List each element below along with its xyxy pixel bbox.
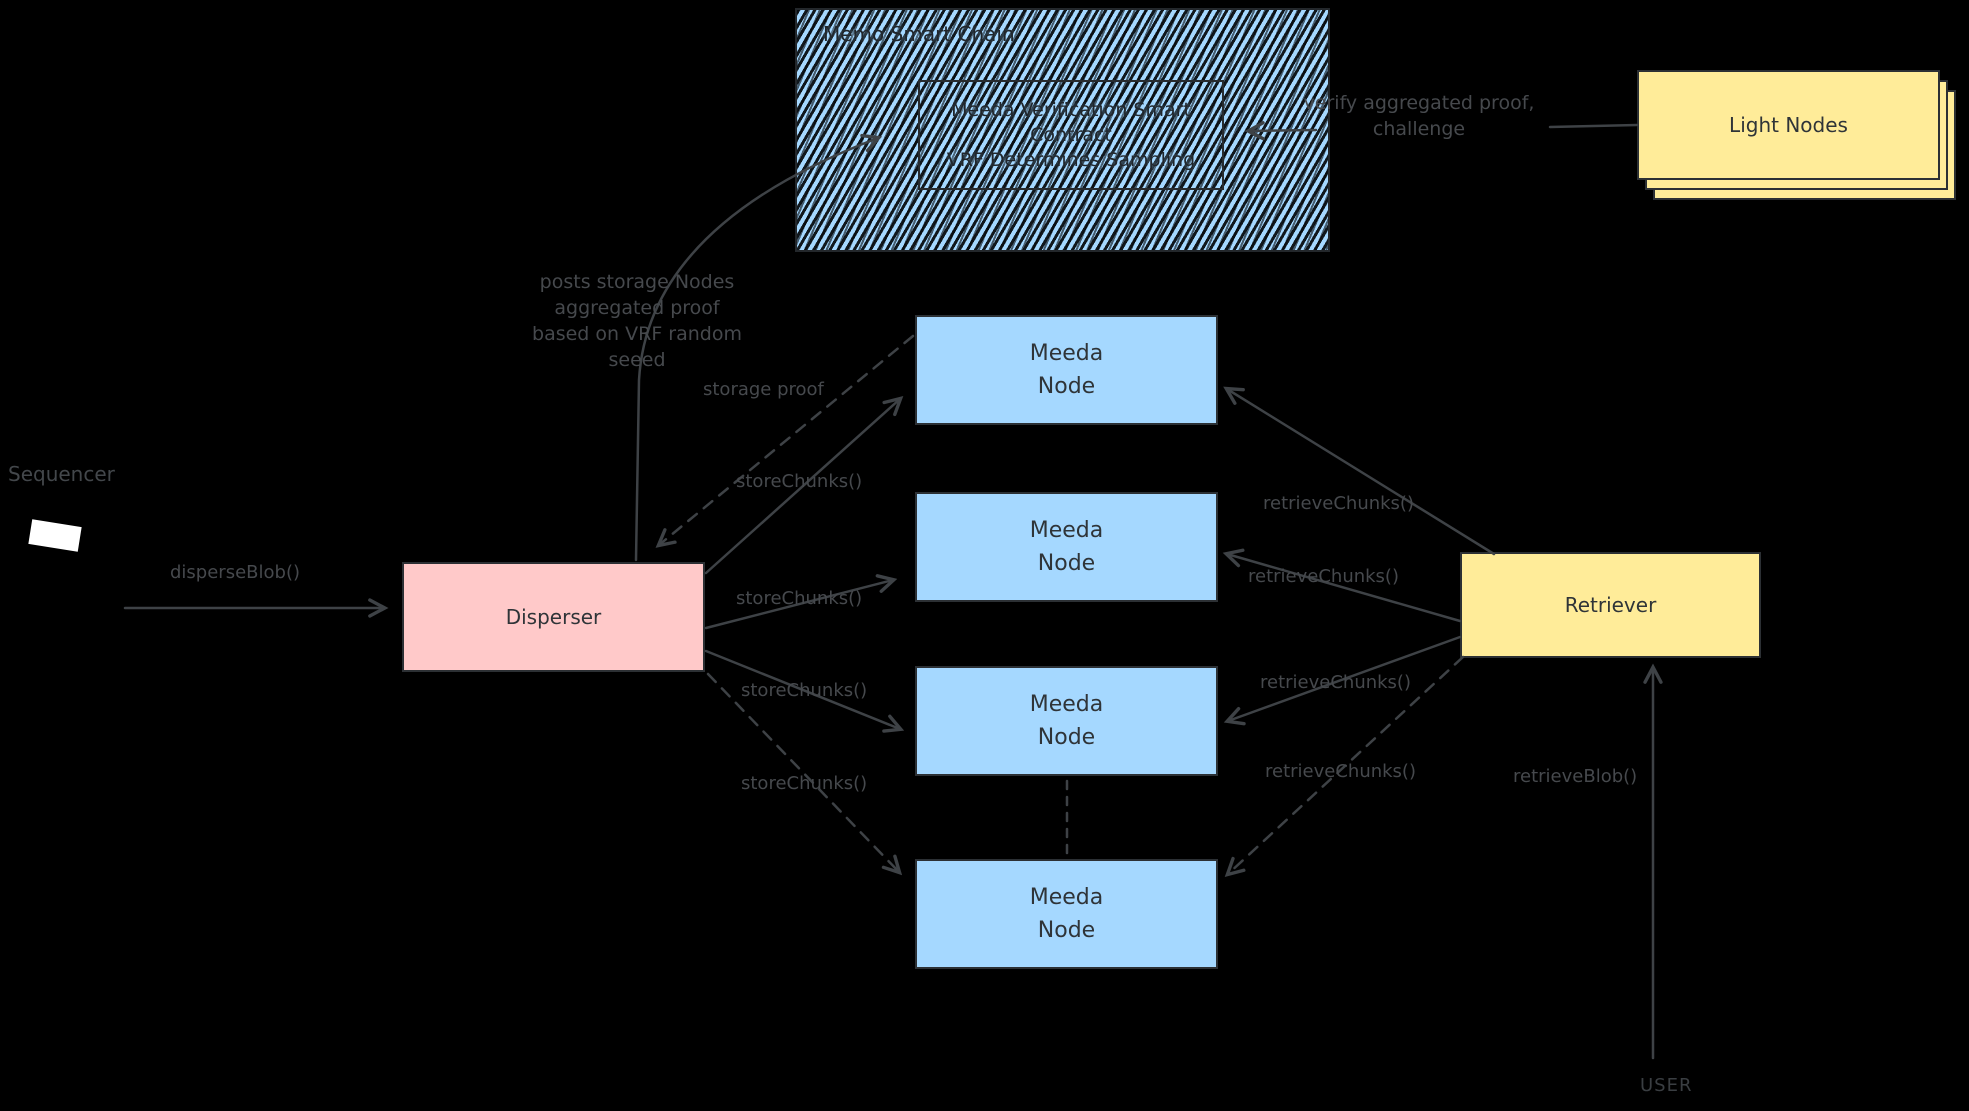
verification-contract-box: Meeda Verification Smart Contract VRF De… <box>918 80 1224 190</box>
label-store-chunks-2: storeChunks() <box>736 588 863 609</box>
label-verify-proof: verify aggregated proof, challenge <box>1303 92 1535 140</box>
user-label: USER <box>1640 1075 1693 1096</box>
meeda-node-2-label: Meeda Node <box>1029 518 1104 576</box>
meeda-node-1: Meeda Node <box>915 315 1218 425</box>
label-posts-proof: posts storage Nodes aggregated proof bas… <box>532 271 742 371</box>
sequencer-label: Sequencer <box>8 462 115 486</box>
label-retrieve-blob: retrieveBlob() <box>1513 766 1638 787</box>
arrow-retrieve-chunks-1 <box>1227 389 1496 556</box>
smart-chain-box: Memo Smart Chain Meeda Verification Smar… <box>795 8 1330 252</box>
label-retrieve-chunks-2: retrieveChunks() <box>1248 566 1399 587</box>
meeda-node-4-label: Meeda Node <box>1029 885 1104 943</box>
label-retrieve-chunks-3: retrieveChunks() <box>1260 672 1411 693</box>
meeda-node-2: Meeda Node <box>915 492 1218 602</box>
disperser-box: Disperser <box>402 562 705 672</box>
label-disperse-blob: disperseBlob() <box>170 562 300 583</box>
label-store-chunks-4: storeChunks() <box>741 773 868 794</box>
meeda-node-3: Meeda Node <box>915 666 1218 776</box>
label-store-chunks-1: storeChunks() <box>736 471 863 492</box>
sequencer-shape <box>28 519 82 552</box>
label-retrieve-chunks-4: retrieveChunks() <box>1265 761 1416 782</box>
meeda-node-1-label: Meeda Node <box>1029 341 1104 399</box>
retriever-label: Retriever <box>1564 593 1657 617</box>
light-nodes-label: Light Nodes <box>1729 113 1848 137</box>
label-retrieve-chunks-1: retrieveChunks() <box>1263 493 1414 514</box>
arrow-retrieve-chunks-2 <box>1227 554 1462 623</box>
label-store-chunks-3: storeChunks() <box>741 680 868 701</box>
meeda-node-4: Meeda Node <box>915 859 1218 969</box>
label-storage-proof: storage proof <box>703 379 824 400</box>
light-nodes-box: Light Nodes <box>1637 70 1940 180</box>
smart-chain-title: Memo Smart Chain <box>823 22 1015 46</box>
meeda-node-3-label: Meeda Node <box>1029 692 1104 750</box>
disperser-label: Disperser <box>505 605 602 629</box>
arrow-verify-shaft <box>1548 123 1639 129</box>
retriever-box: Retriever <box>1460 552 1761 658</box>
